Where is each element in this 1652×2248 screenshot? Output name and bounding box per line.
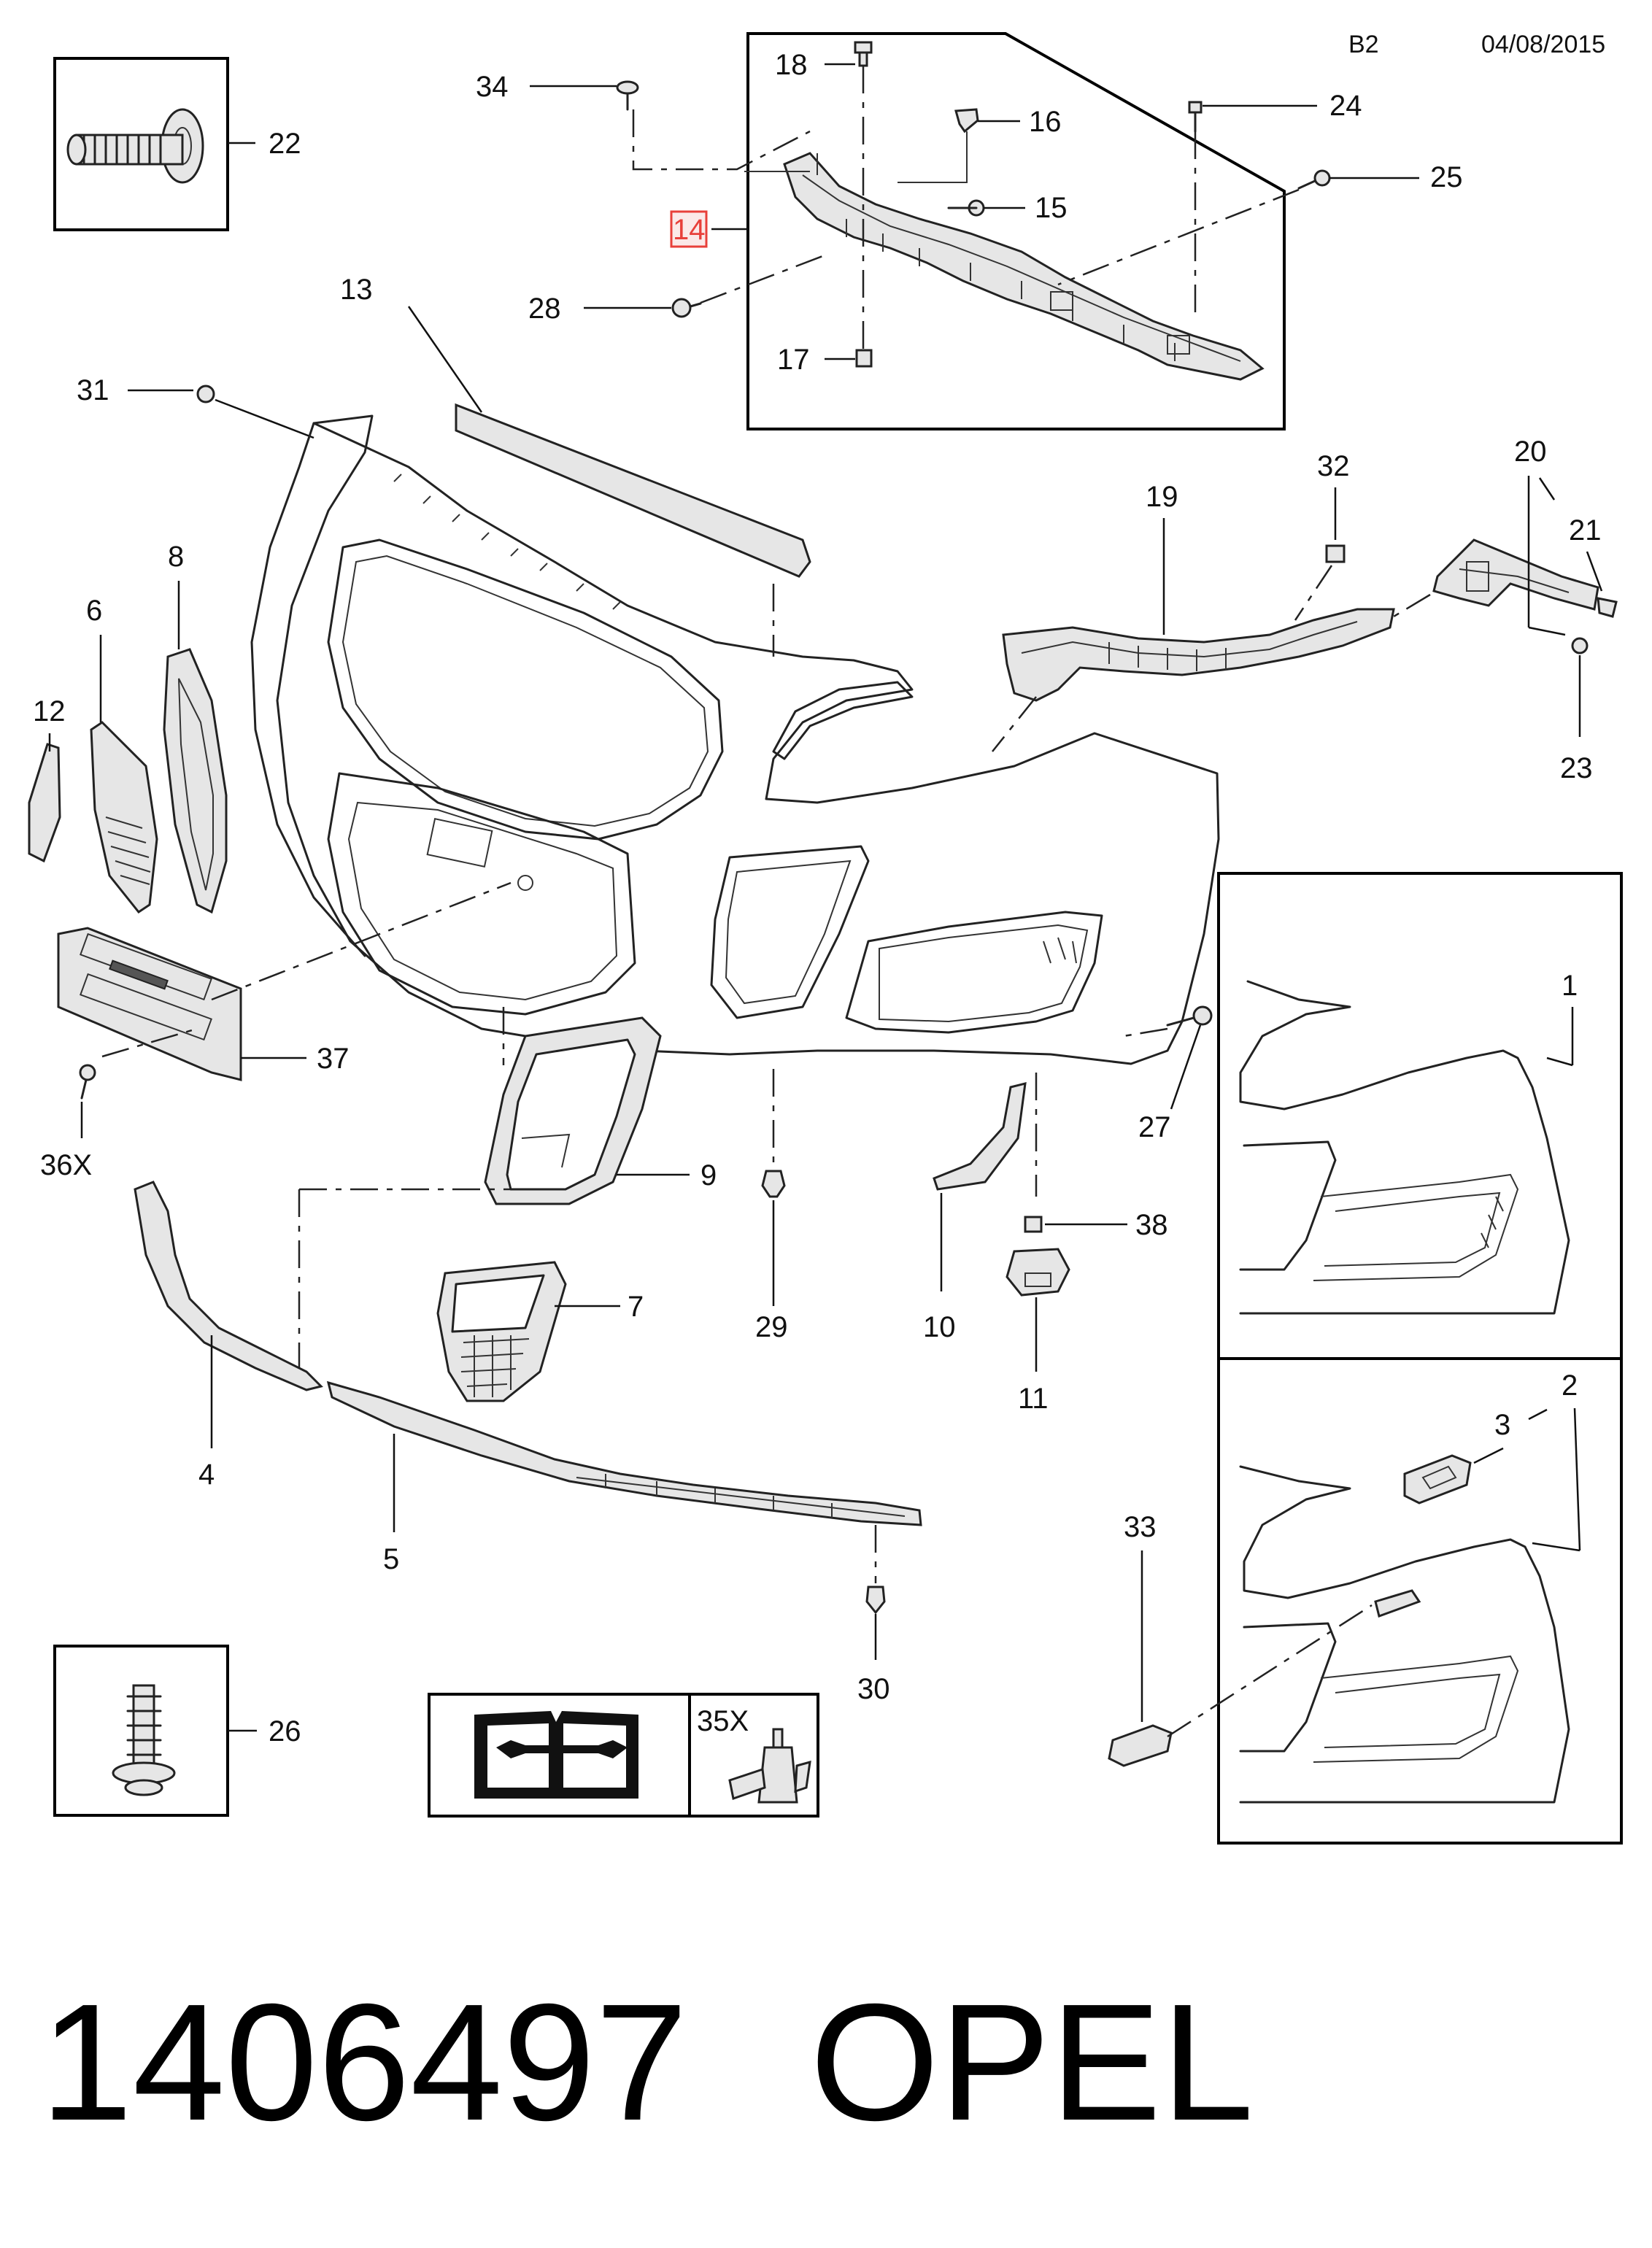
callout-34: 34 xyxy=(476,71,509,103)
callout-27: 27 xyxy=(1138,1111,1171,1143)
callout-23: 23 xyxy=(1560,752,1593,784)
grille-6 xyxy=(90,721,158,914)
callout-4: 4 xyxy=(198,1459,215,1491)
callout-21: 21 xyxy=(1569,514,1602,546)
callout-11: 11 xyxy=(1018,1383,1049,1415)
clip-30-icon xyxy=(865,1585,886,1615)
front-bumper-cover xyxy=(250,414,1220,1065)
screw-36x-icon xyxy=(79,1064,96,1100)
callout-6: 6 xyxy=(86,595,102,627)
callout-7: 7 xyxy=(628,1291,644,1323)
callout-10: 10 xyxy=(923,1311,956,1343)
callout-29: 29 xyxy=(755,1311,788,1343)
callout-17: 17 xyxy=(777,344,810,376)
callout-35X: 35X xyxy=(697,1705,749,1737)
clip-29-icon xyxy=(761,1170,786,1198)
energy-absorber-13 xyxy=(455,403,811,578)
bumper-bracket-19 xyxy=(1002,608,1395,702)
side-bracket-20 xyxy=(1432,538,1599,611)
license-plate-bracket-37 xyxy=(57,927,242,1081)
page-code: B2 xyxy=(1348,31,1379,58)
clip-18-icon xyxy=(854,41,873,67)
callout-26: 26 xyxy=(269,1715,301,1747)
fog-lamp-bezel-9 xyxy=(484,1016,662,1205)
grille-frame-8 xyxy=(163,648,228,914)
callout-2: 2 xyxy=(1562,1370,1578,1402)
clip-31-icon xyxy=(196,385,215,403)
detail-box-26 xyxy=(53,1645,229,1817)
callout-14-highlight: 14 xyxy=(670,210,708,248)
service-info-box: 35X xyxy=(428,1693,819,1818)
callout-15: 15 xyxy=(1035,192,1068,224)
inset-box-14 xyxy=(744,32,1286,430)
callout-13: 13 xyxy=(340,274,373,306)
callout-25: 25 xyxy=(1430,161,1463,193)
screw-23-icon xyxy=(1571,637,1589,654)
screw-28-icon xyxy=(671,298,702,318)
sensor-holder-11 xyxy=(1006,1248,1070,1297)
spoiler-side-4 xyxy=(134,1181,323,1391)
screw-22-icon xyxy=(66,108,204,184)
callout-32: 32 xyxy=(1317,450,1350,482)
variant-box-2 xyxy=(1217,1357,1623,1845)
callout-12: 12 xyxy=(33,695,66,727)
emblem-3 xyxy=(1403,1454,1472,1505)
callout-1: 1 xyxy=(1562,970,1578,1002)
screw-34-icon xyxy=(616,80,639,111)
part-number: 1406497 xyxy=(40,1970,688,2155)
clip-17-icon xyxy=(855,349,873,368)
clip-38-icon xyxy=(1024,1216,1043,1233)
screw-24-icon xyxy=(1188,101,1203,133)
callout-5: 5 xyxy=(383,1543,399,1575)
screw-15-icon xyxy=(947,199,985,217)
callout-33: 33 xyxy=(1124,1511,1157,1543)
lower-spoiler-5 xyxy=(326,1380,922,1526)
callout-38: 38 xyxy=(1135,1209,1168,1241)
callout-28: 28 xyxy=(528,293,561,325)
trim-strip-10 xyxy=(933,1082,1027,1191)
clip-21-icon xyxy=(1597,597,1618,618)
callout-31: 31 xyxy=(77,374,109,406)
fog-grille-7 xyxy=(436,1261,567,1402)
screw-25-icon xyxy=(1297,169,1331,190)
clip-32-icon xyxy=(1325,544,1346,563)
variant-box-1 xyxy=(1217,872,1623,1360)
callout-30: 30 xyxy=(857,1673,890,1705)
clip-16-icon xyxy=(954,108,979,134)
bumper-support-bracket-14 xyxy=(783,152,1265,381)
callout-19: 19 xyxy=(1146,481,1178,513)
callout-9: 9 xyxy=(700,1159,717,1191)
callout-16: 16 xyxy=(1029,106,1062,138)
callout-20: 20 xyxy=(1514,436,1547,468)
detail-box-22 xyxy=(53,57,229,231)
callout-22: 22 xyxy=(269,128,301,160)
sealant-bottle-icon xyxy=(728,1728,811,1804)
callout-18: 18 xyxy=(775,49,808,81)
callout-8: 8 xyxy=(168,541,184,573)
screw-26-icon xyxy=(112,1684,176,1796)
washer-cover-33 xyxy=(1108,1724,1173,1767)
callout-36X: 36X xyxy=(40,1149,92,1181)
screw-27-icon xyxy=(1166,1005,1213,1027)
grille-insert-12 xyxy=(28,743,61,863)
callout-24: 24 xyxy=(1329,90,1362,122)
brand-name: OPEL xyxy=(810,1970,1254,2155)
callout-3: 3 xyxy=(1494,1409,1510,1441)
diagram-date: 04/08/2015 xyxy=(1481,31,1605,58)
callout-37: 37 xyxy=(317,1043,350,1075)
repair-manual-icon xyxy=(474,1711,638,1799)
callout-14: 14 xyxy=(673,214,706,246)
